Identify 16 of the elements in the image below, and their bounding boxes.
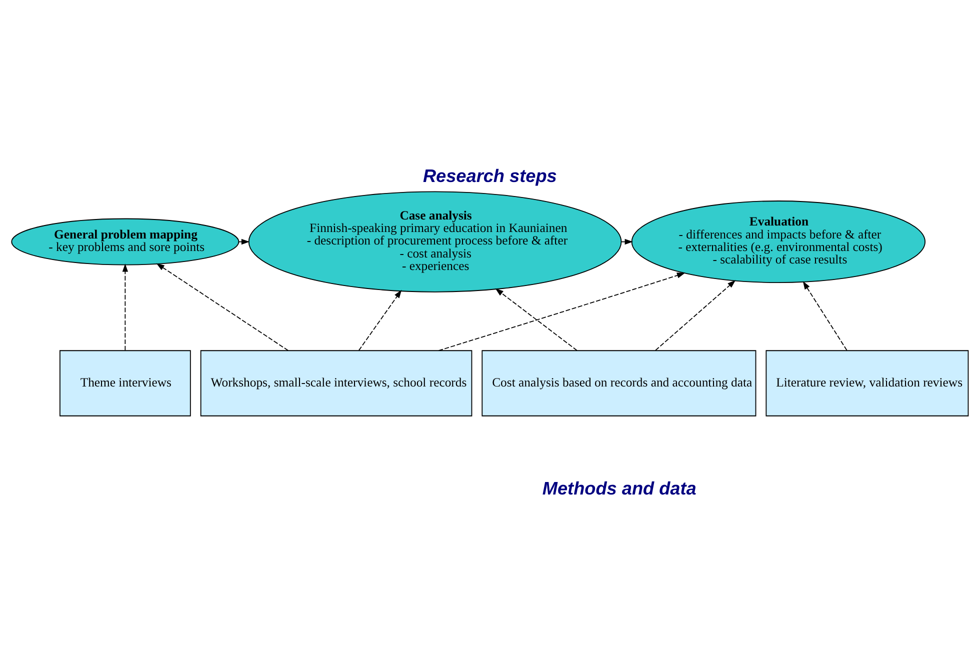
node-ellipse: Case analysis Finnish-speaking primary education in Kauniainen - description of procurement process before & after - cost analysis - experiences — [248, 191, 622, 292]
node-box: Literature review, validation reviews — [766, 350, 969, 416]
label: Methods and data — [542, 478, 696, 499]
arrow — [358, 290, 402, 351]
node-ellipse: General problem mapping - key problems and sore points — [11, 218, 240, 266]
arrow — [802, 281, 848, 351]
diagram-title: Research steps — [422, 166, 557, 186]
arrow — [438, 272, 686, 352]
node-box: Workshops, small-scale interviews, school records — [200, 350, 472, 416]
arrow — [122, 264, 128, 351]
node-box: Theme interviews — [60, 350, 191, 416]
node-ellipse: Evaluation - differences and impacts before & after - externalities (e.g. environmental costs) - scalability of case results — [631, 200, 926, 284]
arrow — [156, 263, 289, 351]
node-box: Cost analysis based on records and accounting data — [482, 350, 756, 416]
arrow — [655, 280, 736, 351]
arrow — [495, 288, 578, 351]
